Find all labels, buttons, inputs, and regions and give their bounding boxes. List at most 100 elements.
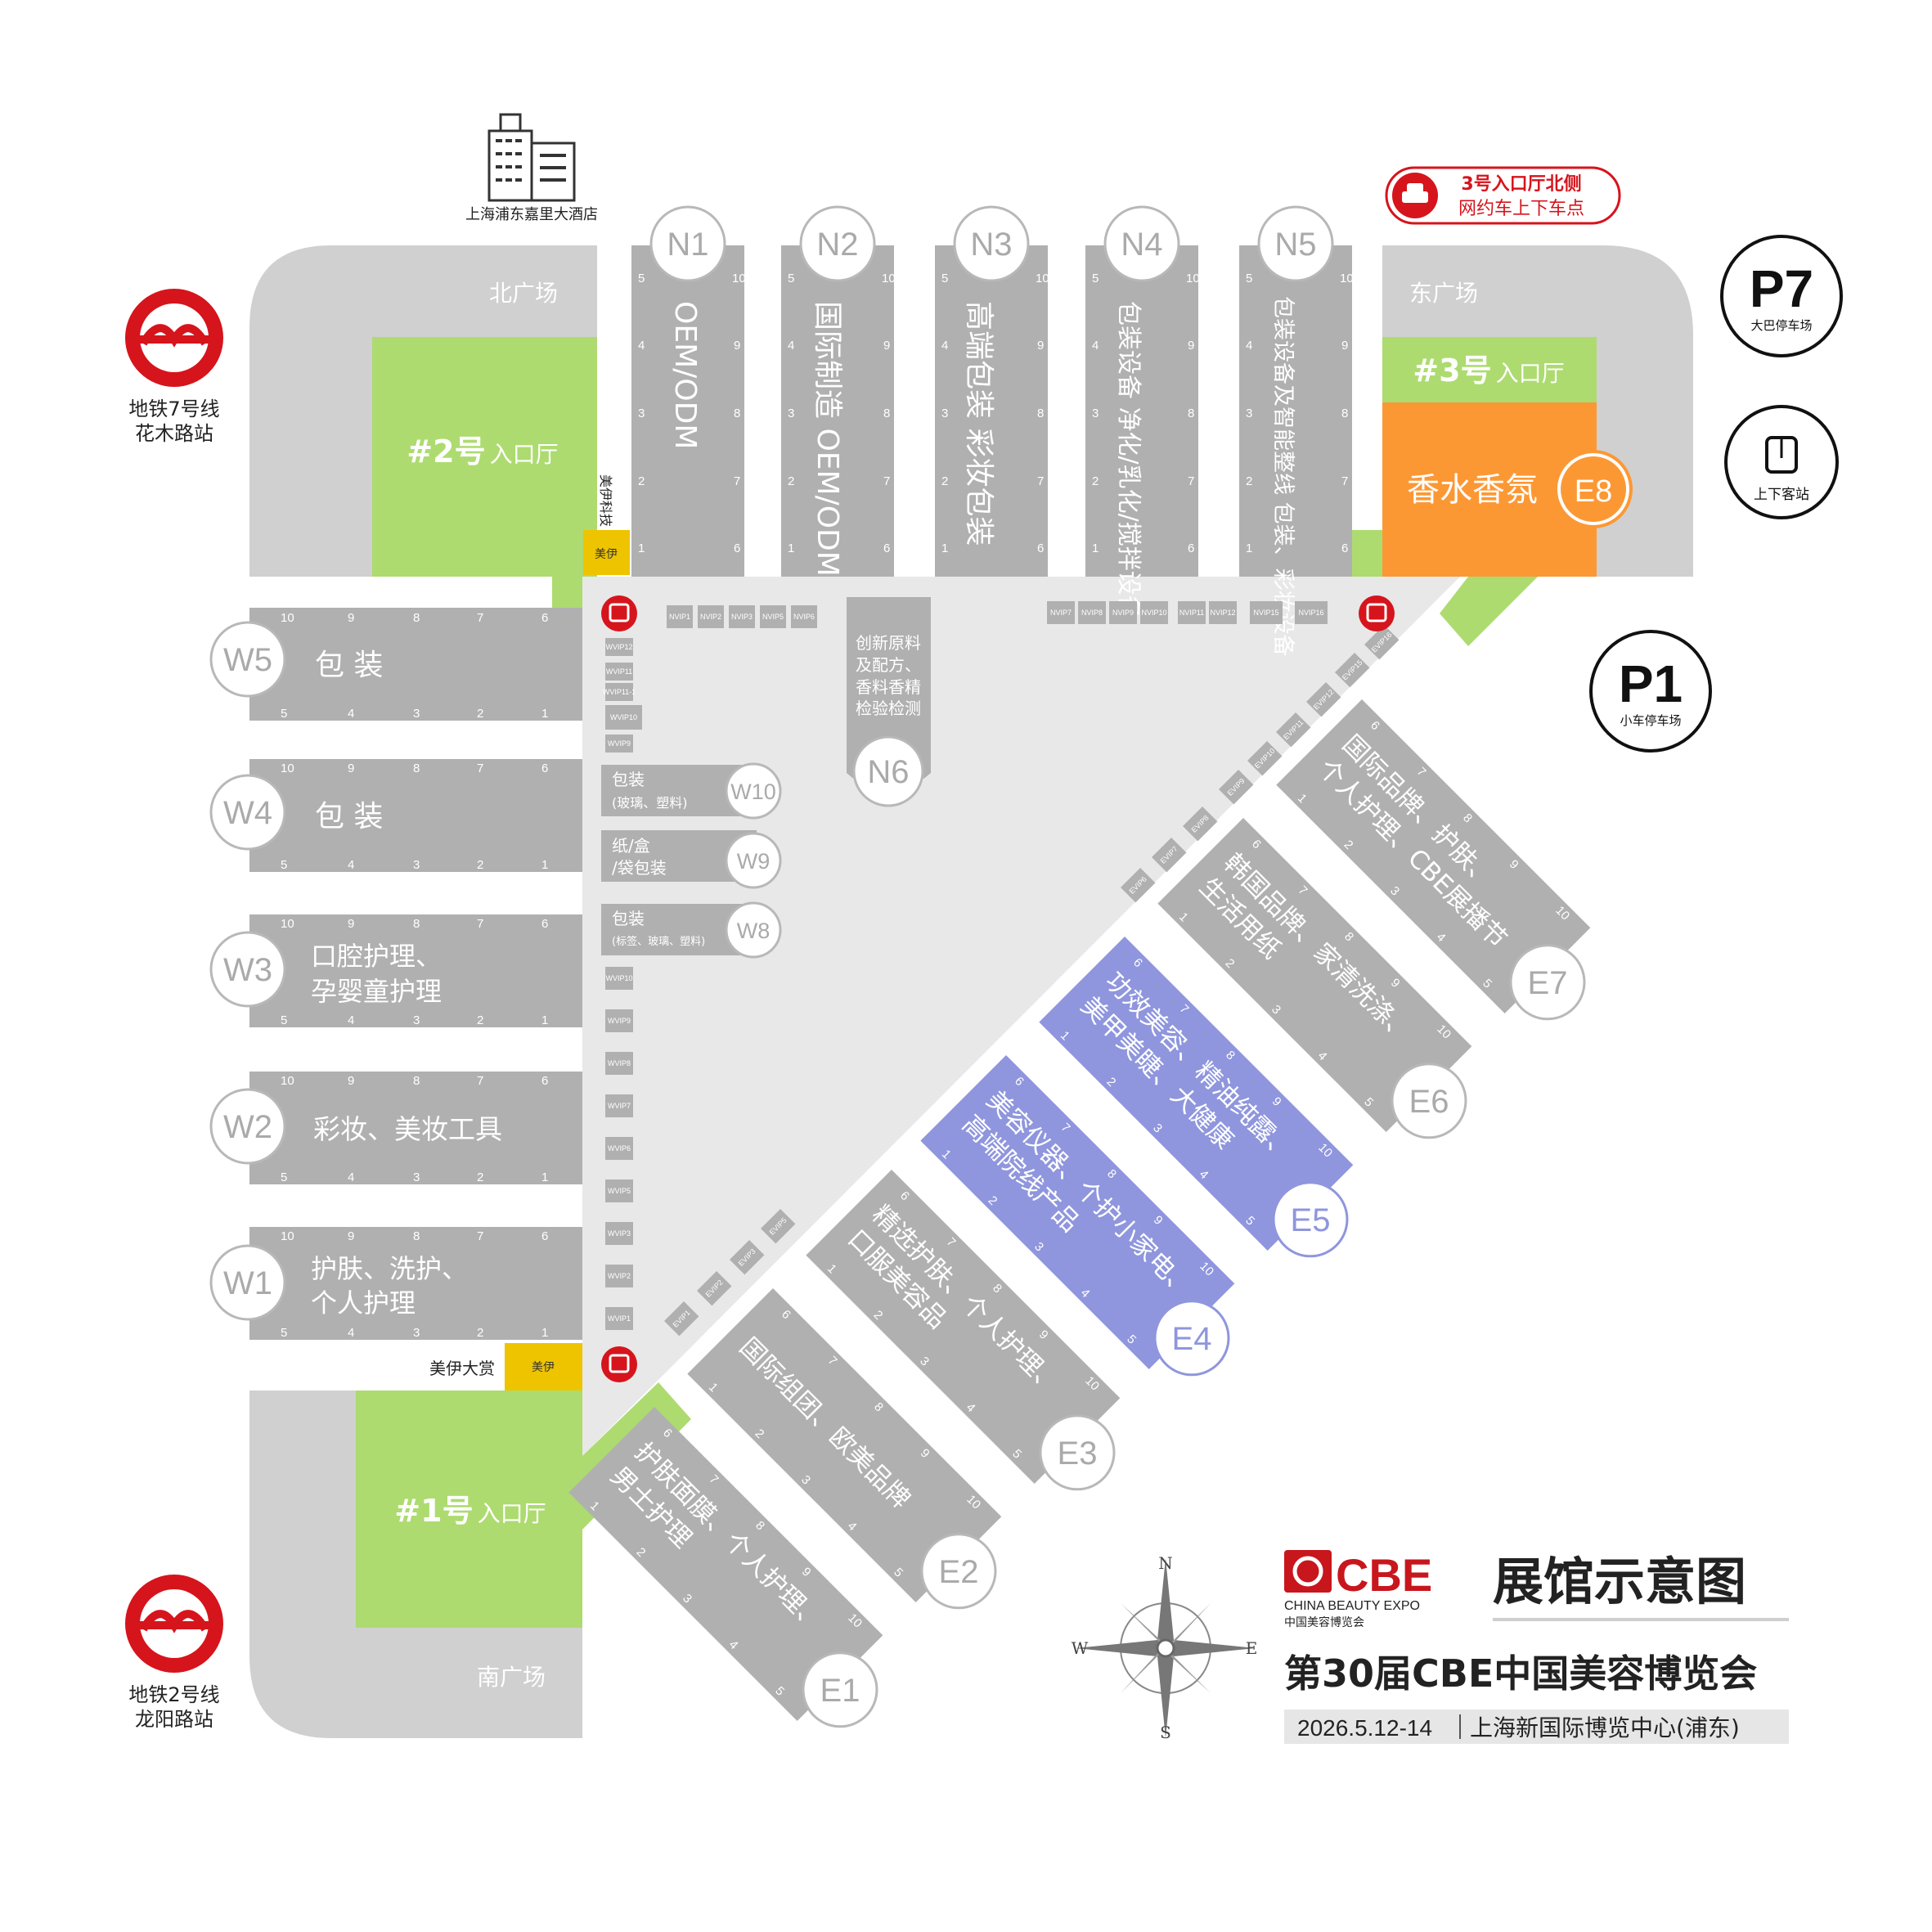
vip-booth[interactable]: NVIP9 bbox=[1109, 601, 1137, 624]
vip-booth[interactable]: NVIP7 bbox=[1047, 601, 1075, 624]
vip-booth[interactable]: NVIP10 bbox=[1140, 601, 1168, 624]
hall-w3-badge[interactable] bbox=[209, 931, 286, 1008]
hall-n4-badge[interactable] bbox=[1103, 205, 1180, 282]
hall-w3-id: W3 bbox=[223, 952, 272, 988]
vip-booth[interactable]: WVIP10 bbox=[605, 967, 633, 990]
vip-booth[interactable]: WVIP6 bbox=[605, 1137, 633, 1160]
bus-stop-north-west[interactable] bbox=[601, 595, 637, 631]
hall-e2-id: E2 bbox=[939, 1554, 979, 1590]
hall-w5-badge[interactable] bbox=[209, 621, 286, 698]
vip-booth[interactable]: WVIP7 bbox=[605, 1094, 633, 1117]
vip-booth[interactable]: NVIP8 bbox=[1078, 601, 1106, 624]
entrance-2[interactable] bbox=[372, 337, 597, 577]
taxi-point[interactable]: 3号入口厅北侧 网约车上下车点 bbox=[1385, 166, 1621, 225]
vip-booth-label: NVIP10 bbox=[1141, 609, 1166, 617]
hall-e6-badge[interactable] bbox=[1377, 1049, 1480, 1152]
hall-w8-line1: 包装 bbox=[612, 909, 645, 928]
entrance-1[interactable] bbox=[356, 1391, 582, 1628]
vip-booth[interactable]: WVIP2 bbox=[605, 1265, 633, 1287]
bus-station[interactable]: 上下客站 bbox=[1724, 405, 1839, 519]
vip-booth[interactable]: EVIP1 bbox=[664, 1301, 699, 1337]
hall-n6[interactable]: 创新原料 及配方、 香料香精 检验检测 N6 bbox=[847, 597, 931, 807]
vip-booth[interactable]: WVIP5 bbox=[605, 1179, 633, 1202]
vip-booth[interactable]: WVIP10 bbox=[605, 705, 642, 730]
svg-text:2: 2 bbox=[477, 1170, 483, 1184]
vip-booth[interactable]: WVIP9 bbox=[605, 735, 633, 753]
hall-w10-badge[interactable] bbox=[725, 762, 782, 820]
hall-n5-badge[interactable] bbox=[1257, 205, 1334, 282]
expo-venue: 上海新国际博览中心(浦东) bbox=[1470, 1714, 1740, 1741]
vip-booth[interactable]: WVIP9 bbox=[605, 1009, 633, 1032]
sponsor-logo-south: 美伊 bbox=[532, 1361, 555, 1374]
vip-booth[interactable]: EVIP9 bbox=[1219, 769, 1254, 805]
bus-stop-south[interactable] bbox=[601, 1346, 637, 1382]
vip-booth[interactable]: EVIP7 bbox=[1152, 837, 1187, 873]
hall-w4-badge[interactable] bbox=[209, 774, 286, 851]
vip-booth[interactable]: EVIP6 bbox=[1121, 867, 1156, 903]
hall-n1-badge[interactable] bbox=[649, 205, 726, 282]
hall-n3-badge[interactable] bbox=[953, 205, 1030, 282]
bus-stop-north-east[interactable] bbox=[1359, 595, 1395, 631]
vip-booth[interactable]: NVIP3 bbox=[729, 605, 755, 628]
hall-e1-badge[interactable] bbox=[788, 1638, 892, 1741]
vip-booth[interactable]: NVIP12 bbox=[1209, 601, 1237, 624]
hall-w1-badge[interactable] bbox=[209, 1244, 286, 1321]
hall-w3-name-line1: 口腔护理、 bbox=[311, 941, 442, 972]
hall-e5-badge[interactable] bbox=[1258, 1167, 1362, 1271]
vip-booth[interactable]: NVIP11 bbox=[1178, 601, 1206, 624]
svg-text:1: 1 bbox=[788, 541, 794, 555]
hall-e2-badge[interactable] bbox=[906, 1519, 1010, 1623]
hall-e7-badge[interactable] bbox=[1495, 930, 1599, 1034]
vip-booth[interactable]: WVIP3 bbox=[605, 1222, 633, 1245]
hall-e4-badge[interactable] bbox=[1139, 1286, 1243, 1390]
parking-p1[interactable]: P1 小车停车场 bbox=[1589, 630, 1712, 753]
parking-p7-label: P7 bbox=[1750, 259, 1813, 318]
vip-booth[interactable]: WVIP12 bbox=[605, 638, 633, 656]
sponsor-booth-north[interactable]: 美伊 美伊科技 bbox=[583, 474, 630, 575]
hall-n2-badge[interactable] bbox=[799, 205, 876, 282]
vip-booth[interactable]: EVIP3 bbox=[730, 1239, 765, 1275]
vip-booth[interactable]: EVIP5 bbox=[761, 1208, 796, 1244]
vip-booth[interactable]: WVIP11-1 bbox=[603, 683, 636, 701]
parking-p7[interactable]: P7 大巴停车场 bbox=[1720, 235, 1843, 357]
vip-booth[interactable]: NVIP2 bbox=[698, 605, 724, 628]
vip-booth[interactable]: NVIP1 bbox=[667, 605, 693, 628]
vip-booth[interactable]: NVIP16 bbox=[1295, 601, 1328, 624]
metro-line2-label2: 龙阳路站 bbox=[135, 1708, 213, 1731]
vip-booth[interactable]: WVIP8 bbox=[605, 1052, 633, 1075]
vip-booth[interactable]: EVIP2 bbox=[697, 1270, 732, 1306]
vip-booth[interactable]: NVIP6 bbox=[791, 605, 817, 628]
hall-n6-badge[interactable] bbox=[852, 735, 924, 807]
hall-w2-badge[interactable] bbox=[209, 1088, 286, 1165]
svg-text:2: 2 bbox=[1092, 474, 1099, 488]
hall-w9-badge[interactable] bbox=[725, 832, 782, 889]
sponsor-booth-south[interactable]: 美伊 美伊大赏 bbox=[429, 1343, 582, 1391]
svg-text:10: 10 bbox=[281, 611, 294, 625]
vip-booth[interactable]: WVIP1 bbox=[605, 1307, 633, 1330]
vip-booth[interactable]: WVIP11 bbox=[605, 663, 633, 681]
plaza-east-label: 东广场 bbox=[1409, 280, 1478, 307]
entrance-3[interactable] bbox=[1382, 337, 1597, 402]
vip-booth[interactable]: EVIP8 bbox=[1183, 806, 1218, 842]
hall-w9[interactable]: 纸/盒 /袋包装 W9 bbox=[601, 830, 782, 889]
vip-booth[interactable]: NVIP15 bbox=[1250, 601, 1283, 624]
hall-w8-badge[interactable] bbox=[725, 901, 782, 959]
hall-w8[interactable]: 包装 (标签、玻璃、塑料) W8 bbox=[601, 901, 782, 959]
vip-booth[interactable]: NVIP5 bbox=[760, 605, 786, 628]
hall-w10[interactable]: 包装 (玻璃、塑料) W10 bbox=[601, 762, 782, 820]
hall-e3-badge[interactable] bbox=[1025, 1400, 1129, 1504]
parking-p7-sub: 大巴停车场 bbox=[1750, 318, 1812, 333]
